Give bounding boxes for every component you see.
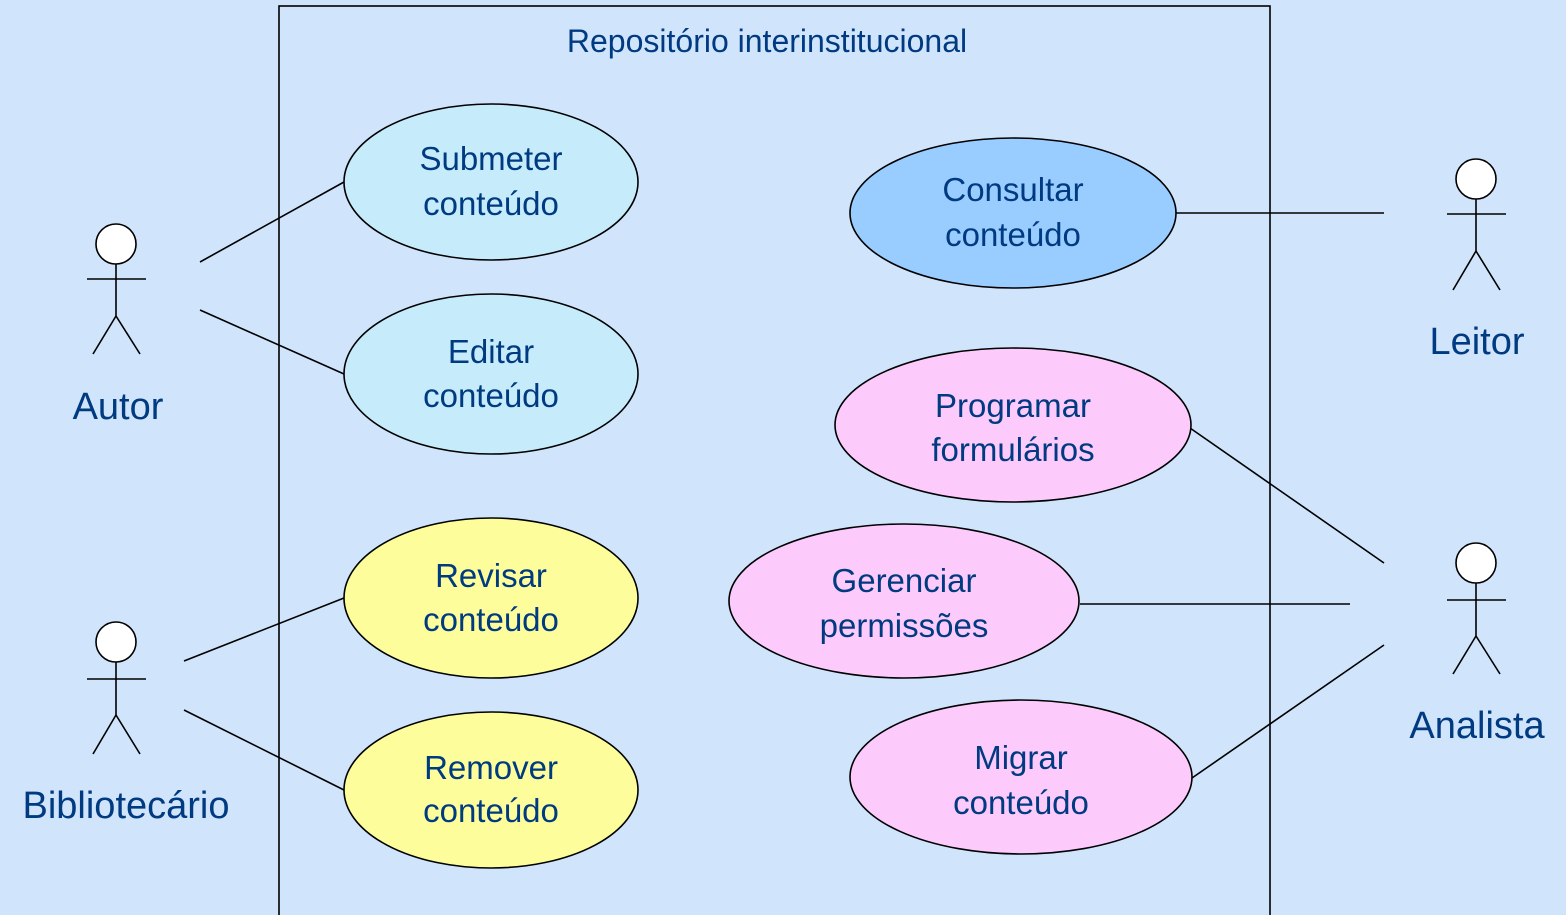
actor-leitor[interactable]: Leitor	[1429, 158, 1525, 363]
use-case-ellipse	[728, 523, 1080, 679]
use-case-label-line1: Gerenciar	[832, 562, 977, 599]
use-case-label-line2: conteúdo	[423, 792, 559, 829]
use-case-label-line1: Submeter	[419, 140, 562, 177]
associations	[183, 181, 1385, 791]
association-bibliotecario-remover	[183, 709, 345, 791]
use-case-revisar[interactable]: Revisar conteúdo	[343, 517, 639, 679]
use-case-remover[interactable]: Remover conteúdo	[343, 711, 639, 869]
use-case-label-line2: conteúdo	[953, 784, 1089, 821]
association-analista-migrar	[1191, 644, 1385, 779]
use-case-ellipse	[343, 293, 639, 455]
system-title: Repositório interinstitucional	[567, 23, 967, 59]
use-case-label-line1: Programar	[935, 387, 1091, 424]
use-case-ellipse	[343, 517, 639, 679]
actor-label: Bibliotecário	[23, 785, 230, 827]
use-case-label-line2: conteúdo	[945, 216, 1081, 253]
association-autor-editar	[199, 309, 345, 375]
use-case-consultar[interactable]: Consultar conteúdo	[849, 137, 1177, 289]
use-case-label-line2: permissões	[820, 607, 989, 644]
use-case-label-line1: Editar	[448, 333, 534, 370]
use-case-ellipse	[343, 711, 639, 869]
stick-figure-icon	[1447, 158, 1506, 291]
actor-analista[interactable]: Analista	[1409, 542, 1545, 747]
use-case-label-line2: conteúdo	[423, 601, 559, 638]
actor-autor[interactable]: Autor	[73, 223, 164, 428]
use-case-label-line1: Remover	[424, 749, 558, 786]
use-case-label-line1: Revisar	[435, 557, 547, 594]
association-bibliotecario-revisar	[183, 597, 345, 662]
use-case-ellipse	[849, 137, 1177, 289]
use-case-migrar[interactable]: Migrar conteúdo	[849, 699, 1193, 855]
actor-bibliotecario[interactable]: Bibliotecário	[23, 621, 230, 827]
use-case-label-line2: formulários	[931, 431, 1094, 468]
use-case-label-line2: conteúdo	[423, 185, 559, 222]
use-case-ellipse	[849, 699, 1193, 855]
use-case-label-line1: Migrar	[974, 739, 1068, 776]
stick-figure-icon	[87, 621, 146, 755]
use-case-label-line2: conteúdo	[423, 377, 559, 414]
stick-figure-icon	[1447, 542, 1506, 675]
use-case-programar[interactable]: Programar formulários	[834, 347, 1192, 503]
use-case-editar[interactable]: Editar conteúdo	[343, 293, 639, 455]
actor-label: Autor	[73, 386, 164, 428]
association-analista-programar	[1189, 427, 1385, 564]
stick-figure-icon	[87, 223, 146, 355]
use-case-ellipse	[834, 347, 1192, 503]
actor-label: Leitor	[1429, 321, 1524, 363]
use-case-ellipse	[343, 103, 639, 261]
use-case-label-line1: Consultar	[942, 171, 1083, 208]
actor-label: Analista	[1409, 705, 1545, 747]
use-case-submeter[interactable]: Submeter conteúdo	[343, 103, 639, 261]
association-autor-submeter	[199, 181, 345, 263]
system-boundary	[278, 5, 1271, 915]
use-case-gerenciar[interactable]: Gerenciar permissões	[728, 523, 1080, 679]
